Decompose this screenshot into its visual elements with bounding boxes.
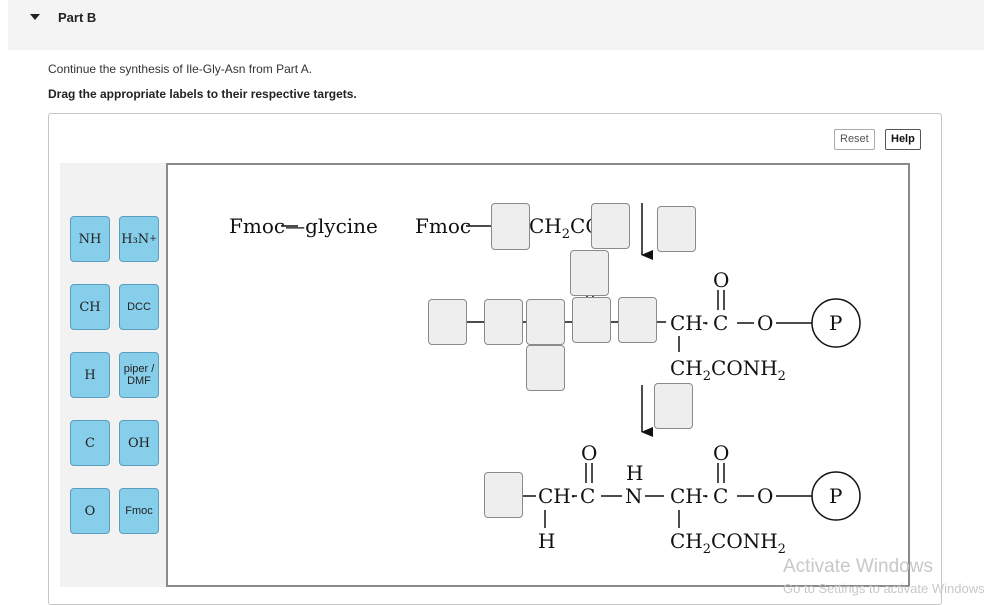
label-tile-h[interactable]: H xyxy=(70,352,110,398)
amide-n: N xyxy=(625,484,643,508)
dot-bond: · xyxy=(703,311,709,335)
drop-target[interactable] xyxy=(654,383,693,429)
activate-windows-watermark: Activate Windows xyxy=(783,556,933,577)
side-chain-subscript: 2 xyxy=(703,369,711,384)
activate-windows-subtext: Go to Settings to activate Windows. xyxy=(783,581,984,596)
collapse-caret-icon[interactable] xyxy=(30,14,40,20)
label-tile-o[interactable]: O xyxy=(70,488,110,534)
label-tile-oh[interactable]: OH xyxy=(119,420,159,466)
drop-target[interactable] xyxy=(657,206,696,252)
drop-target[interactable] xyxy=(491,203,530,250)
side-chain-conh: CONH xyxy=(711,529,778,553)
resin-circle xyxy=(811,471,861,521)
resin-circle xyxy=(811,298,861,348)
part-header[interactable]: Part B xyxy=(8,0,984,50)
drop-target[interactable] xyxy=(484,299,523,345)
reset-button[interactable]: Reset xyxy=(834,129,875,150)
asn-carbonyl-carbon: C xyxy=(713,484,728,508)
gly-carbonyl-carbon: C xyxy=(580,484,595,508)
fmoc-glycine-label: Fmoc—glycine xyxy=(229,214,378,238)
label-tile-dcc[interactable]: DCC xyxy=(119,284,159,330)
drop-target[interactable] xyxy=(591,203,630,249)
side-chain: CH2CONH2 xyxy=(670,356,786,384)
drop-target[interactable] xyxy=(572,297,611,343)
drop-target[interactable] xyxy=(428,299,467,345)
carbonyl-oxygen: O xyxy=(713,268,729,292)
side-chain-2: CH2CONH2 xyxy=(670,529,786,557)
side-chain-ch: CH xyxy=(670,356,703,380)
drop-target[interactable] xyxy=(484,472,523,518)
gly-carbonyl-oxygen: O xyxy=(581,441,597,465)
side-chain-conh: CONH xyxy=(711,356,778,380)
drop-target[interactable] xyxy=(526,299,565,345)
gly-h: H xyxy=(538,529,555,553)
carbonyl-carbon: C xyxy=(713,311,728,335)
dot-bond: · xyxy=(570,484,576,508)
label-h3n: H₃N xyxy=(121,231,150,247)
ester-oxygen-2: O xyxy=(757,484,773,508)
side-chain-subscript: 2 xyxy=(703,542,711,557)
label-tile-nh[interactable]: NH xyxy=(70,216,110,262)
part-title: Part B xyxy=(58,10,97,25)
label-tile-c[interactable]: C xyxy=(70,420,110,466)
label-tile-ch[interactable]: CH xyxy=(70,284,110,330)
ch2co-ch: CH xyxy=(529,214,562,238)
instruction-text: Continue the synthesis of Ile-Gly-Asn fr… xyxy=(48,62,313,76)
carbonyl-oxygen-2: O xyxy=(713,441,729,465)
amide-h: H xyxy=(626,461,643,485)
drop-target[interactable] xyxy=(570,250,609,296)
ester-oxygen: O xyxy=(757,311,773,335)
fmoc-label: Fmoc xyxy=(415,214,471,238)
label-h3n-charge: + xyxy=(149,234,157,244)
label-tile-fmoc[interactable]: Fmoc xyxy=(119,488,159,534)
label-tile-h3n-plus[interactable]: H₃N+ xyxy=(119,216,159,262)
label-tile-piper-dmf[interactable]: piper / DMF xyxy=(119,352,159,398)
drag-instruction: Drag the appropriate labels to their res… xyxy=(48,87,357,101)
side-chain-subscript2: 2 xyxy=(778,369,786,384)
drop-target[interactable] xyxy=(618,297,657,343)
resin-p-2: P xyxy=(829,484,842,508)
side-chain-subscript2: 2 xyxy=(778,542,786,557)
side-chain-ch: CH xyxy=(670,529,703,553)
dot-bond: · xyxy=(703,484,709,508)
asn-ch: CH xyxy=(670,484,703,508)
alpha-ch: CH xyxy=(670,311,703,335)
ch2co-subscript: 2 xyxy=(562,227,570,242)
help-button[interactable]: Help xyxy=(885,129,921,150)
gly-ch: CH xyxy=(538,484,571,508)
resin-p: P xyxy=(829,311,842,335)
drop-target[interactable] xyxy=(526,345,565,391)
